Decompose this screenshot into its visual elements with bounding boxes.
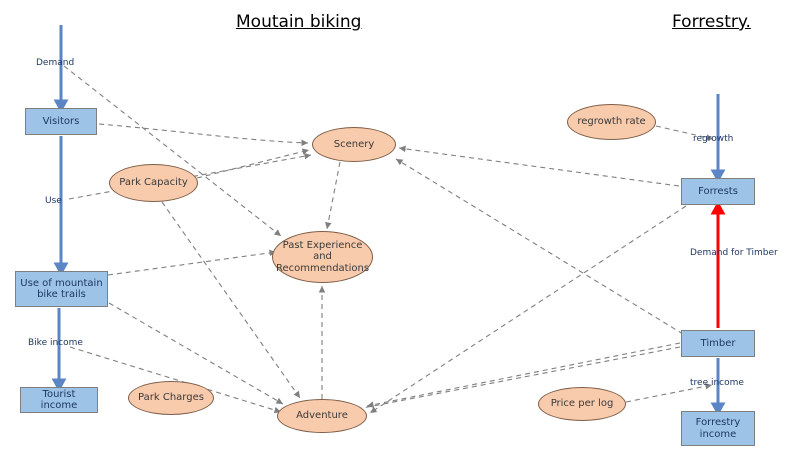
node-label-regrowth_rate: regrowth rate bbox=[577, 116, 646, 128]
flow-arrows bbox=[51, 25, 726, 416]
node-adventure[interactable]: Adventure bbox=[277, 399, 367, 433]
node-label-adventure: Adventure bbox=[296, 410, 348, 422]
link-scenery-to-past-experience bbox=[325, 161, 341, 230]
flow-label-regrowth: regrowth bbox=[693, 134, 734, 144]
node-park_charges[interactable]: Park Charges bbox=[128, 381, 214, 415]
link-forrests-to-adventure bbox=[369, 205, 687, 414]
node-park_capacity[interactable]: Park Capacity bbox=[109, 164, 198, 202]
link-timber-to-adventure bbox=[366, 342, 681, 408]
node-label-forrests: Forrests bbox=[698, 185, 738, 197]
node-use_trails[interactable]: Use of mountain bike trails bbox=[15, 271, 108, 307]
node-label-park_charges: Park Charges bbox=[138, 392, 204, 404]
link-park-capacity-to-adventure bbox=[161, 201, 301, 399]
node-forrests[interactable]: Forrests bbox=[681, 178, 755, 205]
causal-links bbox=[63, 65, 714, 422]
link-forrests-to-scenery bbox=[398, 145, 680, 187]
node-past_experience[interactable]: Past Experience and Recommendations bbox=[272, 231, 373, 283]
node-label-visitors: Visitors bbox=[42, 115, 80, 127]
link-regrowth-rate-to-regrowth bbox=[655, 125, 714, 141]
link-use-trails-to-past-experience bbox=[107, 249, 277, 276]
node-label-scenery: Scenery bbox=[333, 138, 375, 150]
link-bike-income-to-adventure bbox=[69, 346, 282, 414]
node-forrestry_income[interactable]: Forrestry income bbox=[681, 411, 755, 446]
node-price_per_log[interactable]: Price per log bbox=[538, 387, 626, 421]
flow-label-tree-income: tree income bbox=[690, 378, 744, 388]
diagram-title-2: Forrestry. bbox=[672, 12, 751, 32]
flow-label-use: Use bbox=[45, 196, 62, 206]
link-use-trails-to-adventure bbox=[108, 302, 284, 405]
node-label-past_experience: Past Experience and Recommendations bbox=[275, 239, 370, 274]
link-timber-to-left bbox=[299, 346, 681, 422]
node-label-park_capacity: Park Capacity bbox=[119, 177, 188, 189]
flow-label-demand-for-timber: Demand for Timber bbox=[690, 248, 778, 258]
link-visitors-to-scenery bbox=[98, 123, 309, 147]
node-label-price_per_log: Price per log bbox=[550, 398, 614, 410]
node-label-use_trails: Use of mountain bike trails bbox=[20, 277, 103, 301]
node-label-forrestry_income: Forrestry income bbox=[695, 417, 741, 440]
node-label-tourist_income: Tourist income bbox=[40, 388, 78, 412]
node-regrowth_rate[interactable]: regrowth rate bbox=[567, 104, 656, 140]
diagram-title-1: Moutain biking bbox=[236, 12, 362, 32]
node-label-timber: Timber bbox=[700, 337, 736, 349]
link-use-to-scenery bbox=[68, 152, 312, 200]
node-visitors[interactable]: Visitors bbox=[25, 108, 97, 135]
link-timber-to-scenery bbox=[395, 158, 684, 335]
node-tourist_income[interactable]: Tourist income bbox=[20, 387, 98, 413]
node-timber[interactable]: Timber bbox=[681, 330, 755, 357]
flow-label-demand: Demand bbox=[36, 58, 75, 68]
link-price-per-log-to-tree-income bbox=[625, 383, 713, 403]
flow-label-bike-income: Bike income bbox=[28, 338, 83, 348]
node-scenery[interactable]: Scenery bbox=[312, 127, 396, 162]
link-park-capacity-to-scenery bbox=[196, 148, 310, 179]
link-demand-to-past-experience bbox=[63, 65, 282, 237]
